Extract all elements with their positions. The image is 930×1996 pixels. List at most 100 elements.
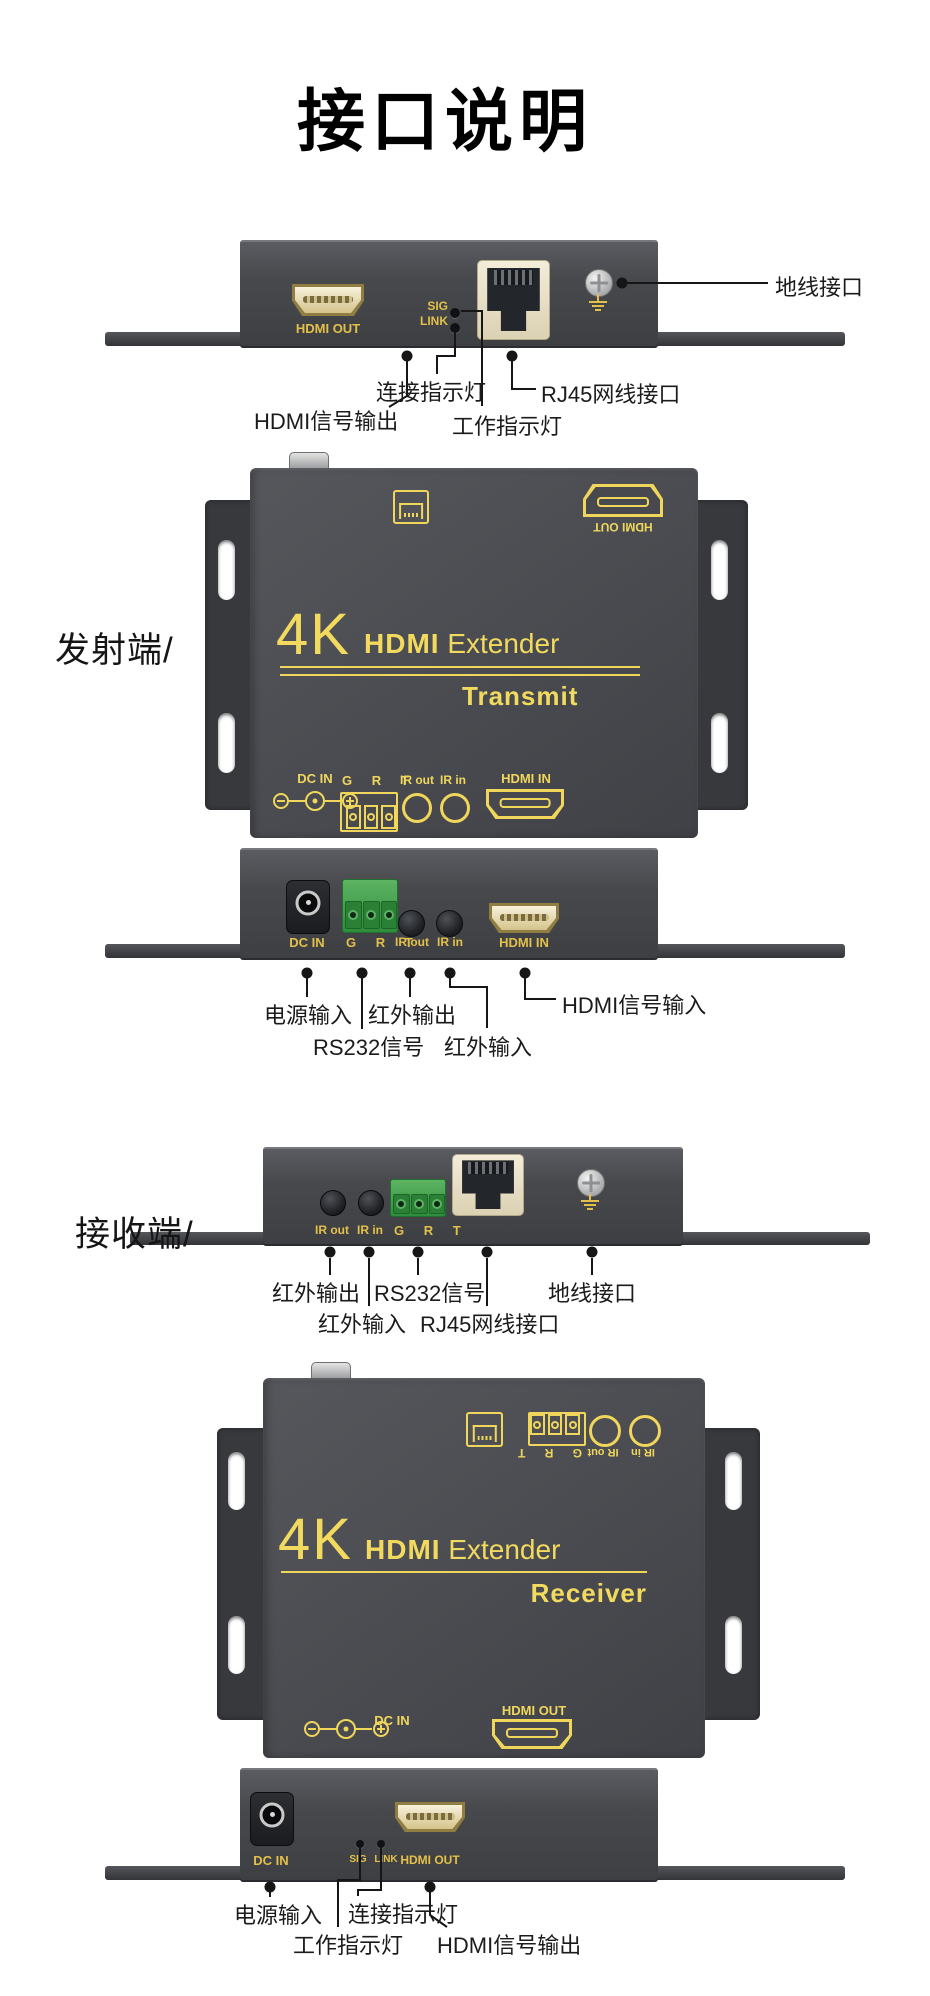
rj45-port <box>452 1154 524 1216</box>
callout-power: 电源输入 <box>234 1903 323 1928</box>
ir-in-icon-label: IR in <box>440 773 466 787</box>
dc-in-icon-label: DC IN <box>374 1713 410 1728</box>
callout-ground: 地线接口 <box>548 1281 637 1306</box>
link-led <box>450 323 460 333</box>
dc-in-label: DC IN <box>253 1853 289 1868</box>
hdmi-out-reversed-label: HDMI OUT <box>593 520 653 535</box>
tx-top-panel: HDMI OUT SIG LINK <box>240 240 658 346</box>
dc-in-icon-label: DC IN <box>297 771 333 786</box>
link-led-label: LINK <box>420 314 448 328</box>
hdmi-out-port <box>395 1802 465 1832</box>
dc-in-jack <box>286 880 330 934</box>
sig-led <box>356 1840 364 1848</box>
callout-link-led: 连接指示灯 <box>376 380 487 405</box>
brand-4k: 4K <box>276 602 351 667</box>
mounting-hole <box>725 1452 742 1510</box>
ir-in-icon <box>629 1415 661 1447</box>
hdmi-out-port-label: HDMI OUT <box>295 321 361 336</box>
mounting-hole <box>711 540 728 600</box>
brand-underline <box>281 1571 647 1573</box>
ir-out-jack <box>398 910 425 937</box>
callout-hdmi-out-signal: HDMI信号输出 <box>254 409 399 434</box>
callout-ir-in: 红外输入 <box>444 1035 533 1060</box>
sig-led-label: SIG <box>427 299 448 313</box>
ir-in-label: IR in <box>357 1223 383 1237</box>
ir-in-jack <box>358 1190 384 1216</box>
tx-side-label: 发射端/ <box>55 631 174 670</box>
callout-rj45: RJ45网线接口 <box>420 1312 560 1337</box>
dc-in-label: DC IN <box>289 935 325 950</box>
ir-in-jack <box>436 910 463 937</box>
rx-bottom-panel: DC IN SIG LINK HDMI OUT <box>240 1768 658 1880</box>
link-led <box>377 1840 385 1848</box>
ground-screw <box>585 269 613 297</box>
callout-sig-led: 工作指示灯 <box>452 414 563 439</box>
hdmi-in-port <box>489 903 559 933</box>
mounting-hole <box>711 713 728 773</box>
mounting-hole <box>228 1452 245 1510</box>
hdmi-out-label: HDMI OUT <box>400 1853 460 1867</box>
brand-hdmi: HDMI <box>365 1534 441 1565</box>
tx-device: HDMI OUT 4K HDMI Extender Transmit DC IN… <box>250 468 698 838</box>
rs232-terminal <box>342 879 398 933</box>
brand-hdmi: HDMI <box>364 628 440 659</box>
rx-device: G R T IR out IR in 4K HDMI Extender Rece… <box>263 1378 705 1758</box>
rj45-icon <box>466 1412 503 1447</box>
tx-bottom-panel: DC IN G R T IR out IR in HDMI IN <box>240 848 658 958</box>
rj45-icon <box>393 490 429 524</box>
ir-out-jack <box>320 1190 346 1216</box>
callout-ir-out: 红外输出 <box>368 1003 457 1028</box>
callout-link-led: 连接指示灯 <box>348 1902 459 1927</box>
callout-rj45: RJ45网线接口 <box>541 382 681 407</box>
hdmi-out-icon <box>583 484 663 517</box>
hdmi-out-icon <box>492 1719 572 1749</box>
ground-screw <box>577 1169 605 1197</box>
ir-out-label: IR out <box>315 1223 349 1237</box>
grt-label: G R T <box>394 1223 467 1238</box>
mounting-hole <box>725 1616 742 1674</box>
ir-out-label: IR out <box>395 935 429 949</box>
grt-icon-label: G R T <box>342 773 415 788</box>
rs232-terminal-icon <box>340 792 398 832</box>
grt-reversed-label: G R T <box>512 1446 582 1461</box>
dc-in-jack <box>250 1792 294 1846</box>
rx-top-panel: IR out IR in G R T <box>263 1147 683 1244</box>
mode-transmit: Transmit <box>462 681 579 711</box>
hdmi-out-icon-label: HDMI OUT <box>501 1703 567 1718</box>
sig-led <box>450 308 460 318</box>
mounting-hole <box>218 540 235 600</box>
rx-side-label: 接收端/ <box>75 1215 194 1254</box>
brand-4k: 4K <box>278 1507 353 1572</box>
ir-in-reversed-label: IR in <box>631 1446 655 1459</box>
hdmi-out-port <box>292 284 364 316</box>
callout-rs232: RS232信号 <box>374 1281 486 1306</box>
mounting-hole <box>228 1616 245 1674</box>
mode-receiver: Receiver <box>530 1578 647 1608</box>
ir-out-icon-label: IR out <box>400 773 434 787</box>
hdmi-in-icon-label: HDMI IN <box>501 771 551 786</box>
link-led-label: LINK <box>374 1854 398 1865</box>
callout-rs232: RS232信号 <box>313 1035 425 1060</box>
brand-line: HDMI Extender <box>365 1534 560 1566</box>
brand-extender: Extender <box>447 628 560 659</box>
callout-hdmi-in-signal: HDMI信号输入 <box>562 993 707 1018</box>
ir-out-icon <box>589 1415 621 1447</box>
ir-out-reversed-label: IR out <box>587 1446 619 1459</box>
ir-in-icon <box>440 793 470 823</box>
brand-underline <box>280 666 640 668</box>
callout-ir-out: 红外输出 <box>272 1281 361 1306</box>
ir-out-icon <box>402 793 432 823</box>
callout-power: 电源输入 <box>264 1003 353 1028</box>
rs232-terminal-icon <box>528 1412 586 1446</box>
brand-line: HDMI Extender <box>364 628 559 660</box>
callout-sig-led: 工作指示灯 <box>293 1933 404 1958</box>
ir-in-label: IR in <box>437 935 463 949</box>
grt-label: G R T <box>346 935 419 950</box>
hdmi-in-label: HDMI IN <box>499 935 549 950</box>
hdmi-in-icon <box>486 789 564 819</box>
page-title: 接口说明 <box>296 84 593 160</box>
callout-hdmi-out-signal: HDMI信号输出 <box>437 1933 582 1958</box>
brand-extender: Extender <box>448 1534 561 1565</box>
rs232-terminal <box>390 1179 446 1217</box>
